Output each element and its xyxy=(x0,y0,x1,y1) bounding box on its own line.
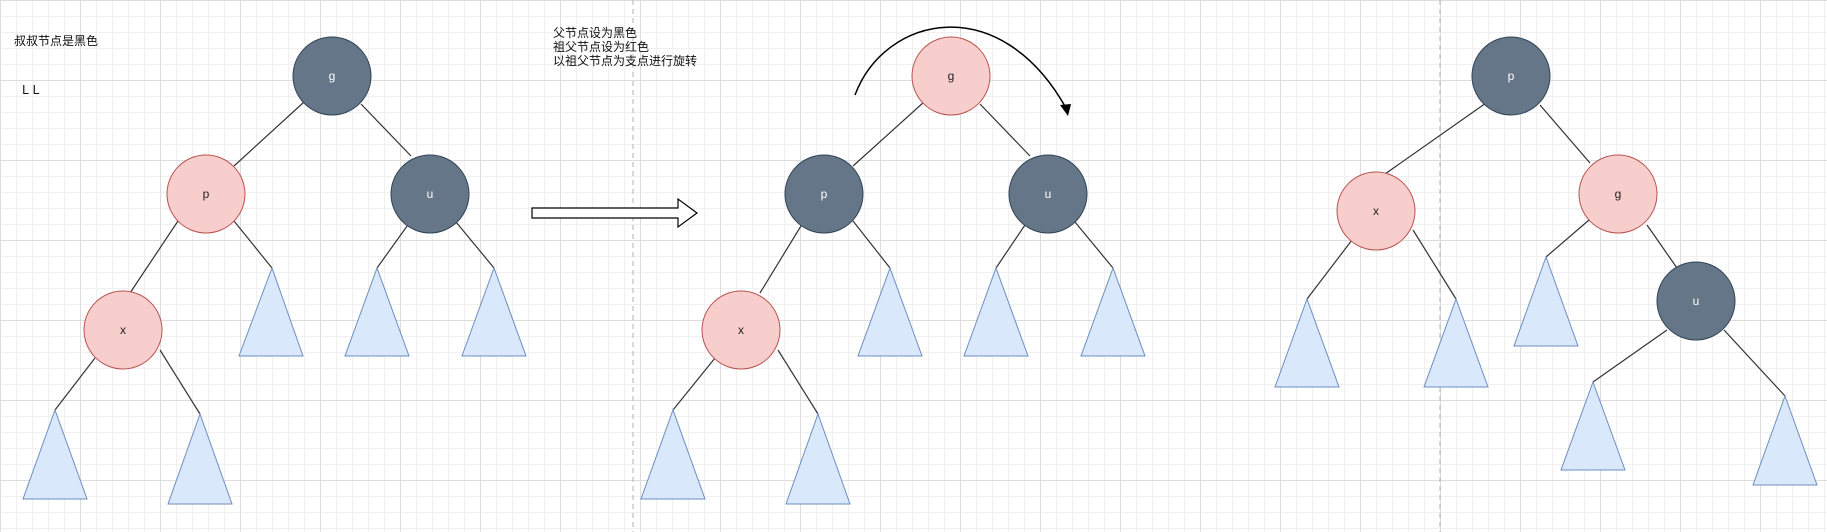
rotated-node-u-label: u xyxy=(1693,294,1700,308)
rotated-node-u xyxy=(1656,261,1736,341)
t3-subtree-x-left xyxy=(1274,297,1340,388)
t2-subtree-x-left xyxy=(640,408,706,500)
transform-arrow xyxy=(531,197,699,229)
tree-edges xyxy=(54,101,1786,415)
t3-edge-x-sub2 xyxy=(1412,229,1457,300)
t1-subtree-u-right xyxy=(461,266,527,357)
t3-edge-x-sub1 xyxy=(1306,239,1353,300)
t2-subtree-u-left xyxy=(963,266,1029,357)
t2-subtree-x-right xyxy=(785,412,851,505)
recolored-node-u xyxy=(1008,154,1088,234)
recolored-node-p xyxy=(784,154,864,234)
t1-subtree-u-left xyxy=(344,266,410,357)
before-node-p-label: p xyxy=(203,187,210,201)
rotated-node-g xyxy=(1578,154,1658,234)
t2-edge-u-sub1 xyxy=(995,221,1028,269)
t3-subtree-x-right xyxy=(1423,297,1489,388)
subtrees xyxy=(22,255,1818,505)
rotation-arc-arrow xyxy=(854,26,1067,109)
rotated-node-x-label: x xyxy=(1373,204,1379,218)
t3-edge-u-sub2 xyxy=(1723,329,1786,397)
t1-subtree-x-left xyxy=(22,408,88,500)
t1-edge-p-sub xyxy=(233,220,273,269)
t3-edge-p-x xyxy=(1384,102,1487,175)
before-node-u-label: u xyxy=(427,187,434,201)
before-node-g xyxy=(292,36,372,116)
t2-edge-x-sub2 xyxy=(777,349,819,415)
t2-edge-p-sub xyxy=(852,220,891,269)
t2-subtree-u-right xyxy=(1080,266,1146,357)
step-2-text: 祖父节点设为红色 xyxy=(553,40,650,54)
t3-subtree-u-right xyxy=(1752,394,1818,486)
t1-subtree-x-right xyxy=(167,412,233,505)
t2-edge-u-sub2 xyxy=(1074,221,1114,269)
recolored-node-p-label: p xyxy=(821,187,828,201)
before-node-x xyxy=(83,290,163,370)
t1-edge-p-x xyxy=(129,220,179,294)
step-3-text: 以祖父节点为支点进行旋转 xyxy=(553,54,698,68)
recolored-node-g xyxy=(911,36,991,116)
tree-nodes: g p u x g p u x p x g u xyxy=(83,36,1736,370)
t1-edge-u-sub1 xyxy=(376,221,411,269)
t2-edge-x-sub1 xyxy=(672,357,716,411)
recolored-node-u-label: u xyxy=(1045,187,1052,201)
case-type-text: L L xyxy=(22,83,40,97)
before-node-g-label: g xyxy=(329,69,336,83)
before-node-x-label: x xyxy=(120,323,126,337)
recolored-node-x-label: x xyxy=(738,323,744,337)
before-node-p xyxy=(166,154,246,234)
before-node-u xyxy=(390,154,470,234)
rotated-node-p xyxy=(1471,36,1551,116)
t3-edge-u-sub1 xyxy=(1592,329,1668,383)
rotation-arrowhead xyxy=(1060,104,1071,116)
t1-edge-g-p xyxy=(233,101,305,167)
recolored-node-x xyxy=(701,290,781,370)
rotated-node-p-label: p xyxy=(1508,69,1515,83)
t3-subtree-g-left xyxy=(1513,255,1579,347)
t3-subtree-u-left xyxy=(1560,380,1626,471)
t1-edge-u-sub2 xyxy=(455,221,495,269)
t2-edge-p-x xyxy=(759,220,805,294)
t1-edge-g-u xyxy=(360,103,412,157)
t1-edge-x-sub2 xyxy=(159,349,201,415)
t1-edge-x-sub1 xyxy=(54,357,96,411)
step-1-text: 父节点设为黑色 xyxy=(553,26,638,40)
case-title-text: 叔叔节点是黑色 xyxy=(14,34,99,48)
t3-edge-p-g xyxy=(1539,104,1591,164)
dividers xyxy=(632,0,1441,532)
t2-subtree-p-right xyxy=(857,266,923,357)
rotated-node-x xyxy=(1336,171,1416,251)
recolored-node-g-label: g xyxy=(948,69,955,83)
t2-edge-g-u xyxy=(979,103,1031,157)
t1-subtree-p-right xyxy=(238,266,304,357)
t3-edge-g-u xyxy=(1646,224,1678,269)
t2-edge-g-p xyxy=(852,101,925,167)
t3-edge-g-sub xyxy=(1545,219,1590,258)
rotated-node-g-label: g xyxy=(1615,187,1622,201)
